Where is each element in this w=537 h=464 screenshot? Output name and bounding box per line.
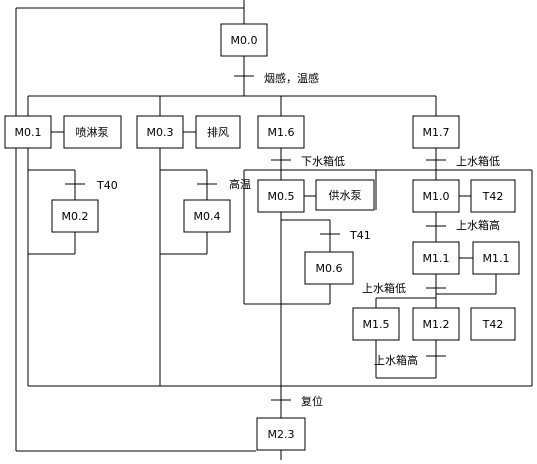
step-m0-2: M0.2 — [51, 199, 99, 233]
step-m1-1-left: M1.1 — [412, 241, 460, 275]
transition-upper-tank-high-2: 上水箱高 — [374, 353, 418, 367]
transition-smoke-temp: 烟感，温感 — [264, 71, 319, 85]
action-t42-bottom: T42 — [470, 307, 516, 341]
step-label: M1.6 — [268, 126, 295, 139]
step-label: M1.5 — [363, 318, 390, 331]
action-label: T42 — [482, 318, 504, 331]
step-m0-1: M0.1 — [4, 115, 52, 149]
step-m0-6: M0.6 — [304, 251, 354, 285]
action-label: T42 — [482, 190, 504, 203]
step-label: M1.0 — [423, 190, 450, 203]
transition-reset: 复位 — [301, 394, 323, 408]
step-label: M1.2 — [423, 318, 450, 331]
action-label: 喷淋泵 — [76, 126, 109, 139]
step-m0-4: M0.4 — [183, 199, 231, 233]
step-label: M0.0 — [231, 34, 258, 47]
step-label: M0.1 — [15, 126, 42, 139]
step-label: M0.4 — [194, 210, 221, 223]
step-m0-5: M0.5 — [257, 179, 305, 213]
step-label: M1.1 — [423, 252, 450, 265]
action-label: 供水泵 — [329, 188, 362, 202]
transition-t41: T41 — [349, 229, 371, 242]
step-m1-0: M1.0 — [412, 179, 460, 213]
transition-upper-tank-low-2: 上水箱低 — [362, 281, 406, 295]
step-m1-6: M1.6 — [257, 115, 305, 149]
step-m1-2: M1.2 — [412, 307, 460, 341]
step-m1-7: M1.7 — [412, 115, 460, 149]
action-supply-pump: 供水泵 — [315, 179, 375, 211]
wiring — [15, 0, 533, 460]
step-label: M1.1 — [483, 252, 510, 265]
transition-upper-tank-high-1: 上水箱高 — [456, 218, 500, 232]
action-spray-pump: 喷淋泵 — [63, 115, 122, 149]
step-m1-5: M1.5 — [352, 307, 400, 341]
transition-t40: T40 — [96, 179, 118, 192]
transition-lower-tank-low: 下水箱低 — [301, 154, 345, 168]
step-label: M1.7 — [423, 126, 450, 139]
step-label: M2.3 — [268, 428, 295, 441]
action-label: 排风 — [207, 125, 229, 139]
step-m0-0: M0.0 — [220, 23, 268, 57]
step-m2-3: M2.3 — [256, 417, 306, 451]
action-exhaust: 排风 — [195, 115, 241, 149]
transition-upper-tank-low-1: 上水箱低 — [456, 154, 500, 168]
step-label: M0.6 — [316, 262, 343, 275]
step-m1-1-right: M1.1 — [472, 241, 520, 275]
action-t42-top: T42 — [470, 179, 516, 213]
step-label: M0.3 — [147, 126, 174, 139]
step-label: M0.2 — [62, 210, 89, 223]
step-label: M0.5 — [268, 190, 295, 203]
transition-high-temp: 高温 — [229, 177, 251, 191]
step-m0-3: M0.3 — [136, 115, 184, 149]
